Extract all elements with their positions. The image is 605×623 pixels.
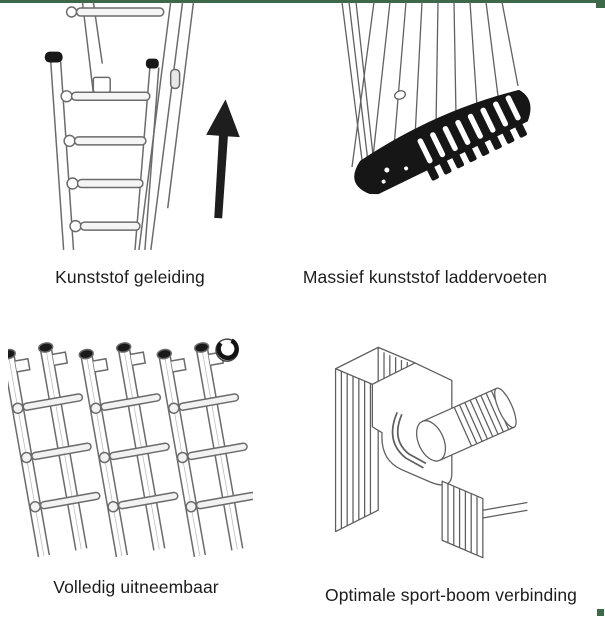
- ladder-section-2: [77, 338, 188, 558]
- ladder-section-3: [155, 338, 253, 558]
- up-arrow-icon: [206, 99, 240, 219]
- lower-stile-post: [441, 480, 484, 559]
- caption-laddervoeten: Massief kunststof laddervoeten: [302, 267, 548, 287]
- caption-kunststof-geleiding: Kunststof geleiding: [55, 267, 205, 287]
- rung-cylinder-shape: [415, 387, 517, 462]
- ladder-section-1: [8, 338, 110, 558]
- caption-sport-boom-verbinding: Optimale sport-boom verbinding: [324, 585, 577, 605]
- ladder-drawing: [44, 2, 240, 250]
- ladder-sections-drawing: [8, 338, 253, 558]
- green-top-right-square: [596, 0, 605, 8]
- rung-tube-end: [215, 338, 239, 362]
- extension-ladder-up-arrow-illustration: [20, 2, 248, 250]
- green-bottom-right-square: [597, 609, 604, 616]
- connection-drawing: [334, 346, 528, 559]
- ribbed-foot-shape: [354, 89, 531, 195]
- green-top-border: [0, 0, 605, 3]
- rung-stile-connection-illustration: [322, 318, 540, 560]
- ladder-foot-drawing: [341, 2, 531, 195]
- removable-ladder-sections-illustration: [8, 338, 253, 560]
- ladder-foot-illustration: [312, 2, 562, 234]
- caption-volledig-uitneembaar: Volledig uitneembaar: [53, 577, 219, 597]
